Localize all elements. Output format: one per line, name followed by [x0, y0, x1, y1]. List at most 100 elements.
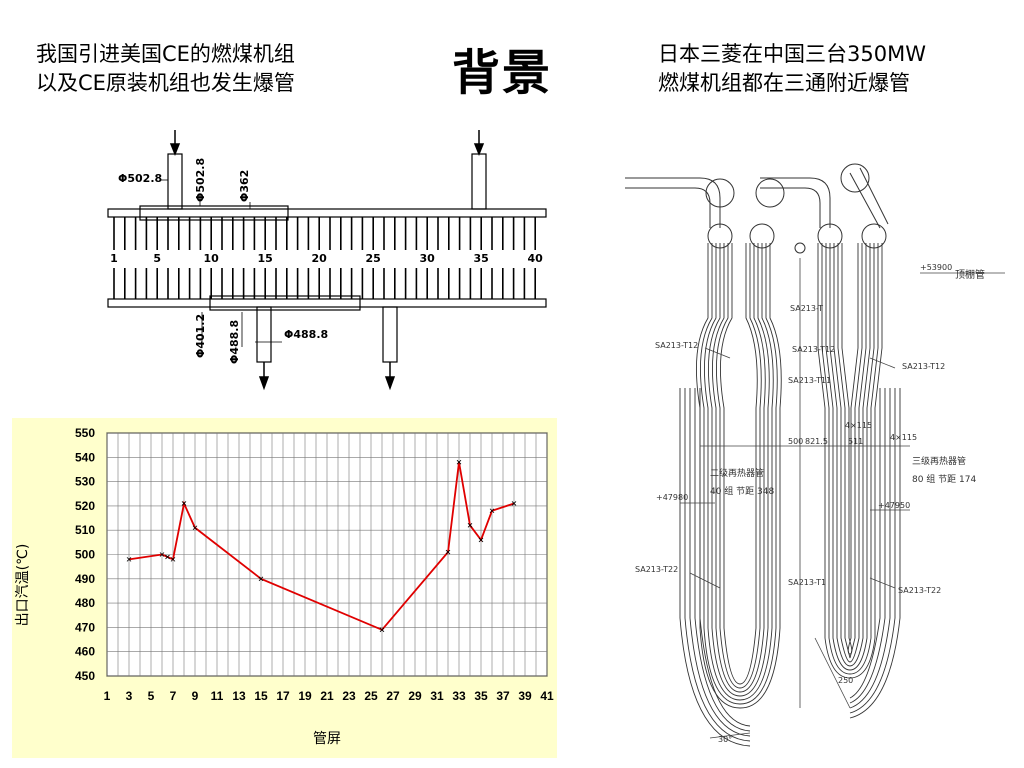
- outer-sweep-left: [689, 388, 751, 737]
- boiler-schematic: +53900 顶棚管 SA213-T12 SA213-T SA213-T12 S…: [625, 163, 1005, 747]
- x-tick-label: 29: [408, 689, 422, 703]
- outer-sweep-left: [679, 388, 751, 747]
- lower-header-pipe: [107, 298, 547, 308]
- inlet-branch-right: [471, 153, 487, 210]
- data-point: [126, 557, 132, 562]
- bottom-angle-line: [709, 732, 751, 739]
- dim-label-outlet-left: Φ488.8: [284, 328, 328, 341]
- material-label-center-1: SA213-T: [790, 304, 823, 313]
- material-label-right-top: SA213-T12: [902, 362, 945, 371]
- top-pipe-mid-inner: [760, 187, 821, 228]
- tube-number: 15: [258, 252, 273, 265]
- top-pipe-left: [625, 177, 721, 228]
- x-axis-label: 管屏: [313, 731, 341, 747]
- data-point: [379, 627, 385, 633]
- outer-sweep-right: [849, 388, 896, 714]
- x-tick-label: 3: [126, 689, 133, 703]
- left-note: 我国引进美国CE的燃煤机组 以及CE原装机组也发生爆管: [36, 40, 376, 98]
- outlet-branch-left: [256, 306, 272, 363]
- material-label-left-bottom: SA213-T22: [635, 565, 678, 574]
- x-tick-label: 13: [232, 689, 246, 703]
- data-point: [445, 549, 451, 555]
- leader-t12-left: [704, 347, 731, 359]
- y-axis-label: 出口汽温(℃): [15, 543, 31, 627]
- tube-number: 5: [153, 252, 161, 265]
- right-note-line-1: 日本三菱在中国三台350MW: [658, 42, 926, 66]
- dim-500: 500: [788, 437, 803, 446]
- tube-number: 10: [204, 252, 220, 265]
- right-bundle-loop: [841, 243, 859, 655]
- tube-number: 1: [110, 252, 118, 265]
- dim-label-lower-header: Φ401.2: [194, 314, 207, 358]
- inlet-branch-left: [167, 153, 183, 210]
- x-tick-label: 19: [298, 689, 312, 703]
- x-tick-label: 21: [320, 689, 334, 703]
- left-bundle-loop: [720, 243, 758, 685]
- x-tick-label: 25: [364, 689, 378, 703]
- material-label-center-2: SA213-T12: [792, 345, 835, 354]
- x-tick-label: 23: [342, 689, 356, 703]
- pitch-label-1: 4×115: [845, 421, 872, 430]
- top-circle-2: [755, 178, 785, 208]
- right-bundle-loop: [829, 243, 871, 667]
- outer-sweep-right: [849, 388, 881, 699]
- right-bundle-loop: [837, 243, 863, 659]
- data-point: [489, 508, 495, 514]
- outer-sweep-right: [849, 388, 891, 709]
- tube-number: 20: [312, 252, 328, 265]
- right-note-line-2: 燃煤机组都在三通附近爆管: [658, 71, 910, 95]
- data-point: [478, 537, 484, 543]
- y-tick-label: 490: [75, 572, 95, 586]
- x-tick-label: 39: [518, 689, 532, 703]
- left-bundle-loop: [700, 243, 778, 705]
- x-tick-label: 9: [192, 689, 199, 703]
- x-tick-label: 1: [104, 689, 111, 703]
- x-tick-label: 7: [170, 689, 177, 703]
- outer-sweep-right: [849, 388, 886, 704]
- reheater-2-pitch: 40 组 节距 348: [710, 485, 774, 497]
- upper-header-bulge: [139, 205, 289, 221]
- y-tick-label: 470: [75, 620, 95, 634]
- series-markers: [126, 459, 517, 633]
- data-point: [192, 525, 198, 531]
- data-point: [165, 554, 170, 560]
- dim-label-inlet-vertical: Φ502.8: [194, 158, 207, 202]
- pitch-label-2: 4×115: [890, 433, 917, 442]
- outlet-branch-right: [382, 306, 398, 363]
- dim-label-outlet-vertical: Φ488.8: [228, 320, 241, 364]
- tube-number: 30: [420, 252, 436, 265]
- outer-sweep-left: [694, 388, 751, 732]
- roof-tube-label: 顶棚管: [955, 268, 985, 281]
- y-tick-label: 550: [75, 426, 95, 440]
- y-tick-label: 460: [75, 645, 95, 659]
- material-label-center-3: SA213-T11: [788, 376, 831, 385]
- x-tick-label: 35: [474, 689, 488, 703]
- data-point: [511, 501, 517, 506]
- right-bundle-loop: [817, 243, 883, 679]
- slide-title: 背景: [452, 45, 553, 101]
- outer-sweep-right: [849, 388, 901, 719]
- dim-250: 250: [838, 676, 853, 685]
- left-bundle-loop: [704, 243, 774, 701]
- left-note-line-1: 我国引进美国CE的燃煤机组: [36, 42, 295, 66]
- grid-lines: [106, 432, 548, 677]
- x-tick-label: 31: [430, 689, 444, 703]
- data-point: [159, 552, 165, 557]
- y-tick-label: 450: [75, 669, 95, 683]
- y-tick-label: 510: [75, 523, 95, 537]
- tube-number: 25: [366, 252, 381, 265]
- right-note: 日本三菱在中国三台350MW 燃煤机组都在三通附近爆管: [658, 40, 998, 98]
- y-tick-label: 520: [75, 499, 95, 513]
- right-bundle-loop: [833, 243, 867, 663]
- upper-header-pipe: [107, 208, 547, 218]
- y-tick-label: 540: [75, 450, 95, 464]
- outer-sweep-left: [684, 388, 751, 742]
- lower-header-bulge: [209, 295, 361, 311]
- reheater-3-label: 三级再热器管: [912, 455, 966, 467]
- reheater-3-pitch: 80 组 节距 174: [912, 473, 976, 485]
- top-pipe-mid: [760, 177, 831, 228]
